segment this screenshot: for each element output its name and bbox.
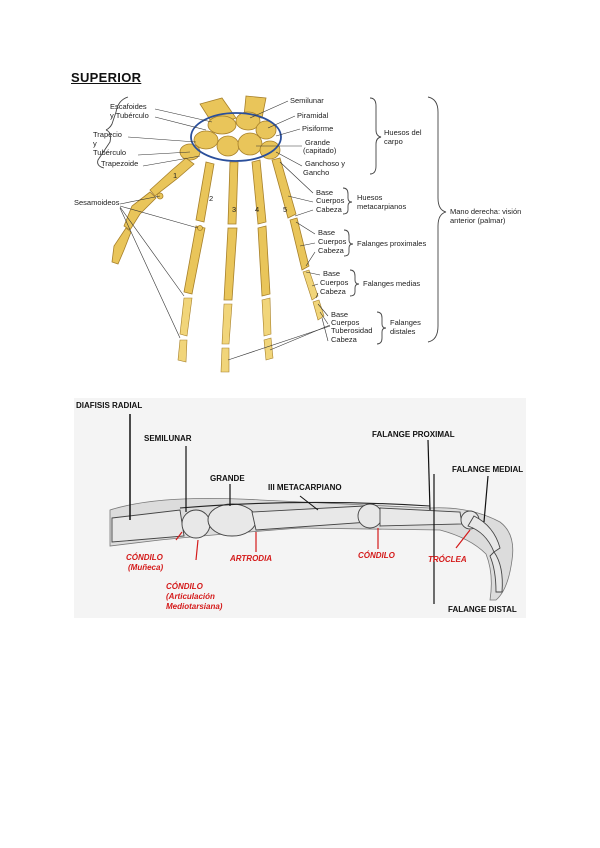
label-med-base: Base <box>323 269 340 278</box>
xray-label-iii-metacarpiano: III METACARPIANO <box>268 483 342 492</box>
label-trapecio-y: y <box>93 139 97 148</box>
label-med-cabeza: Cabeza <box>320 287 347 296</box>
xray-label-condilo-articulacion: CÓNDILO <box>166 582 204 591</box>
label-dist-tuberosidad: Tuberosidad <box>331 326 372 335</box>
group-huesos-carpo-2: carpo <box>384 137 403 146</box>
label-escafoides-tuberculo: y Tubérculo <box>110 111 149 120</box>
label-prox-cabeza: Cabeza <box>318 246 345 255</box>
label-piramidal: Piramidal <box>297 111 329 120</box>
label-med-cuerpos: Cuerpos <box>320 278 349 287</box>
lateral-xray-figure: DIAFISIS RADIAL SEMILUNAR GRANDE III MET… <box>74 398 526 618</box>
label-sesamoideos: Sesamoideos <box>74 198 120 207</box>
finger-number-1: 1 <box>173 171 177 180</box>
xray-label-semilunar: SEMILUNAR <box>144 434 192 443</box>
finger-number-3: 3 <box>232 205 236 214</box>
xray-label-artrodia: ARTRODIA <box>229 554 272 563</box>
xray-label-troclea: TRÓCLEA <box>428 555 467 564</box>
label-trapecio-tuberculo: Tubérculo <box>93 148 126 157</box>
group-vista-1: Mano derecha: visión <box>450 207 521 216</box>
label-prox-cuerpos: Cuerpos <box>318 237 347 246</box>
finger-number-2: 2 <box>209 194 213 203</box>
label-capitado: (capitado) <box>303 146 337 155</box>
group-metacarpianos-2: metacarpianos <box>357 202 406 211</box>
finger-number-4: 4 <box>255 205 259 214</box>
page-title: SUPERIOR <box>71 70 142 85</box>
label-trapezoide: Trapezoide <box>101 159 138 168</box>
xray-label-condilo-articulacion-sub1: (Articulación <box>166 592 215 601</box>
label-gancho: Gancho <box>303 168 329 177</box>
finger-number-5: 5 <box>283 205 287 214</box>
group-falanges-distales-2: distales <box>390 327 416 336</box>
group-falanges-proximales: Falanges proximales <box>357 239 426 248</box>
label-meta-cabeza: Cabeza <box>316 205 343 214</box>
xray-label-condilo-muneca: CÓNDILO <box>126 553 164 562</box>
label-semilunar: Semilunar <box>290 96 324 105</box>
hand-illustration: 1 2 3 4 5 <box>111 95 325 373</box>
group-falanges-distales-1: Falanges <box>390 318 421 327</box>
label-meta-base: Base <box>316 188 333 197</box>
xray-label-condilo-muneca-sub: (Muñeca) <box>128 563 163 572</box>
xray-label-condilo: CÓNDILO <box>358 551 396 560</box>
xray-label-falange-distal: FALANGE DISTAL <box>448 605 517 614</box>
group-metacarpianos-1: Huesos <box>357 193 383 202</box>
xray-label-falange-proximal: FALANGE PROXIMAL <box>372 430 455 439</box>
hand-left-labels: Escafoides y Tubérculo Trapecio y Tubérc… <box>74 96 213 339</box>
label-dist-cabeza: Cabeza <box>331 335 358 344</box>
label-trapecio: Trapecio <box>93 130 122 139</box>
group-vista-2: anterior (palmar) <box>450 216 506 225</box>
label-dist-base: Base <box>331 310 348 319</box>
xray-label-falange-medial: FALANGE MEDIAL <box>452 465 523 474</box>
carpal-highlight-ring <box>190 112 282 162</box>
label-grande: Grande <box>305 138 330 147</box>
label-escafoides: Escafoides <box>110 102 147 111</box>
xray-label-grande: GRANDE <box>210 474 245 483</box>
hand-right-labels: Semilunar Piramidal Pisiforme Grande (ca… <box>227 96 521 361</box>
label-prox-base: Base <box>318 228 335 237</box>
group-huesos-carpo-1: Huesos del <box>384 128 422 137</box>
xray-label-condilo-articulacion-sub2: Mediotarsiana) <box>166 602 223 611</box>
label-meta-cuerpos: Cuerpos <box>316 196 345 205</box>
group-falanges-medias: Falanges medias <box>363 279 420 288</box>
label-ganchoso: Ganchoso y <box>305 159 345 168</box>
xray-label-diafisis-radial: DIAFISIS RADIAL <box>76 401 142 410</box>
label-dist-cuerpos: Cuerpos <box>331 318 360 327</box>
label-pisiforme: Pisiforme <box>302 124 333 133</box>
